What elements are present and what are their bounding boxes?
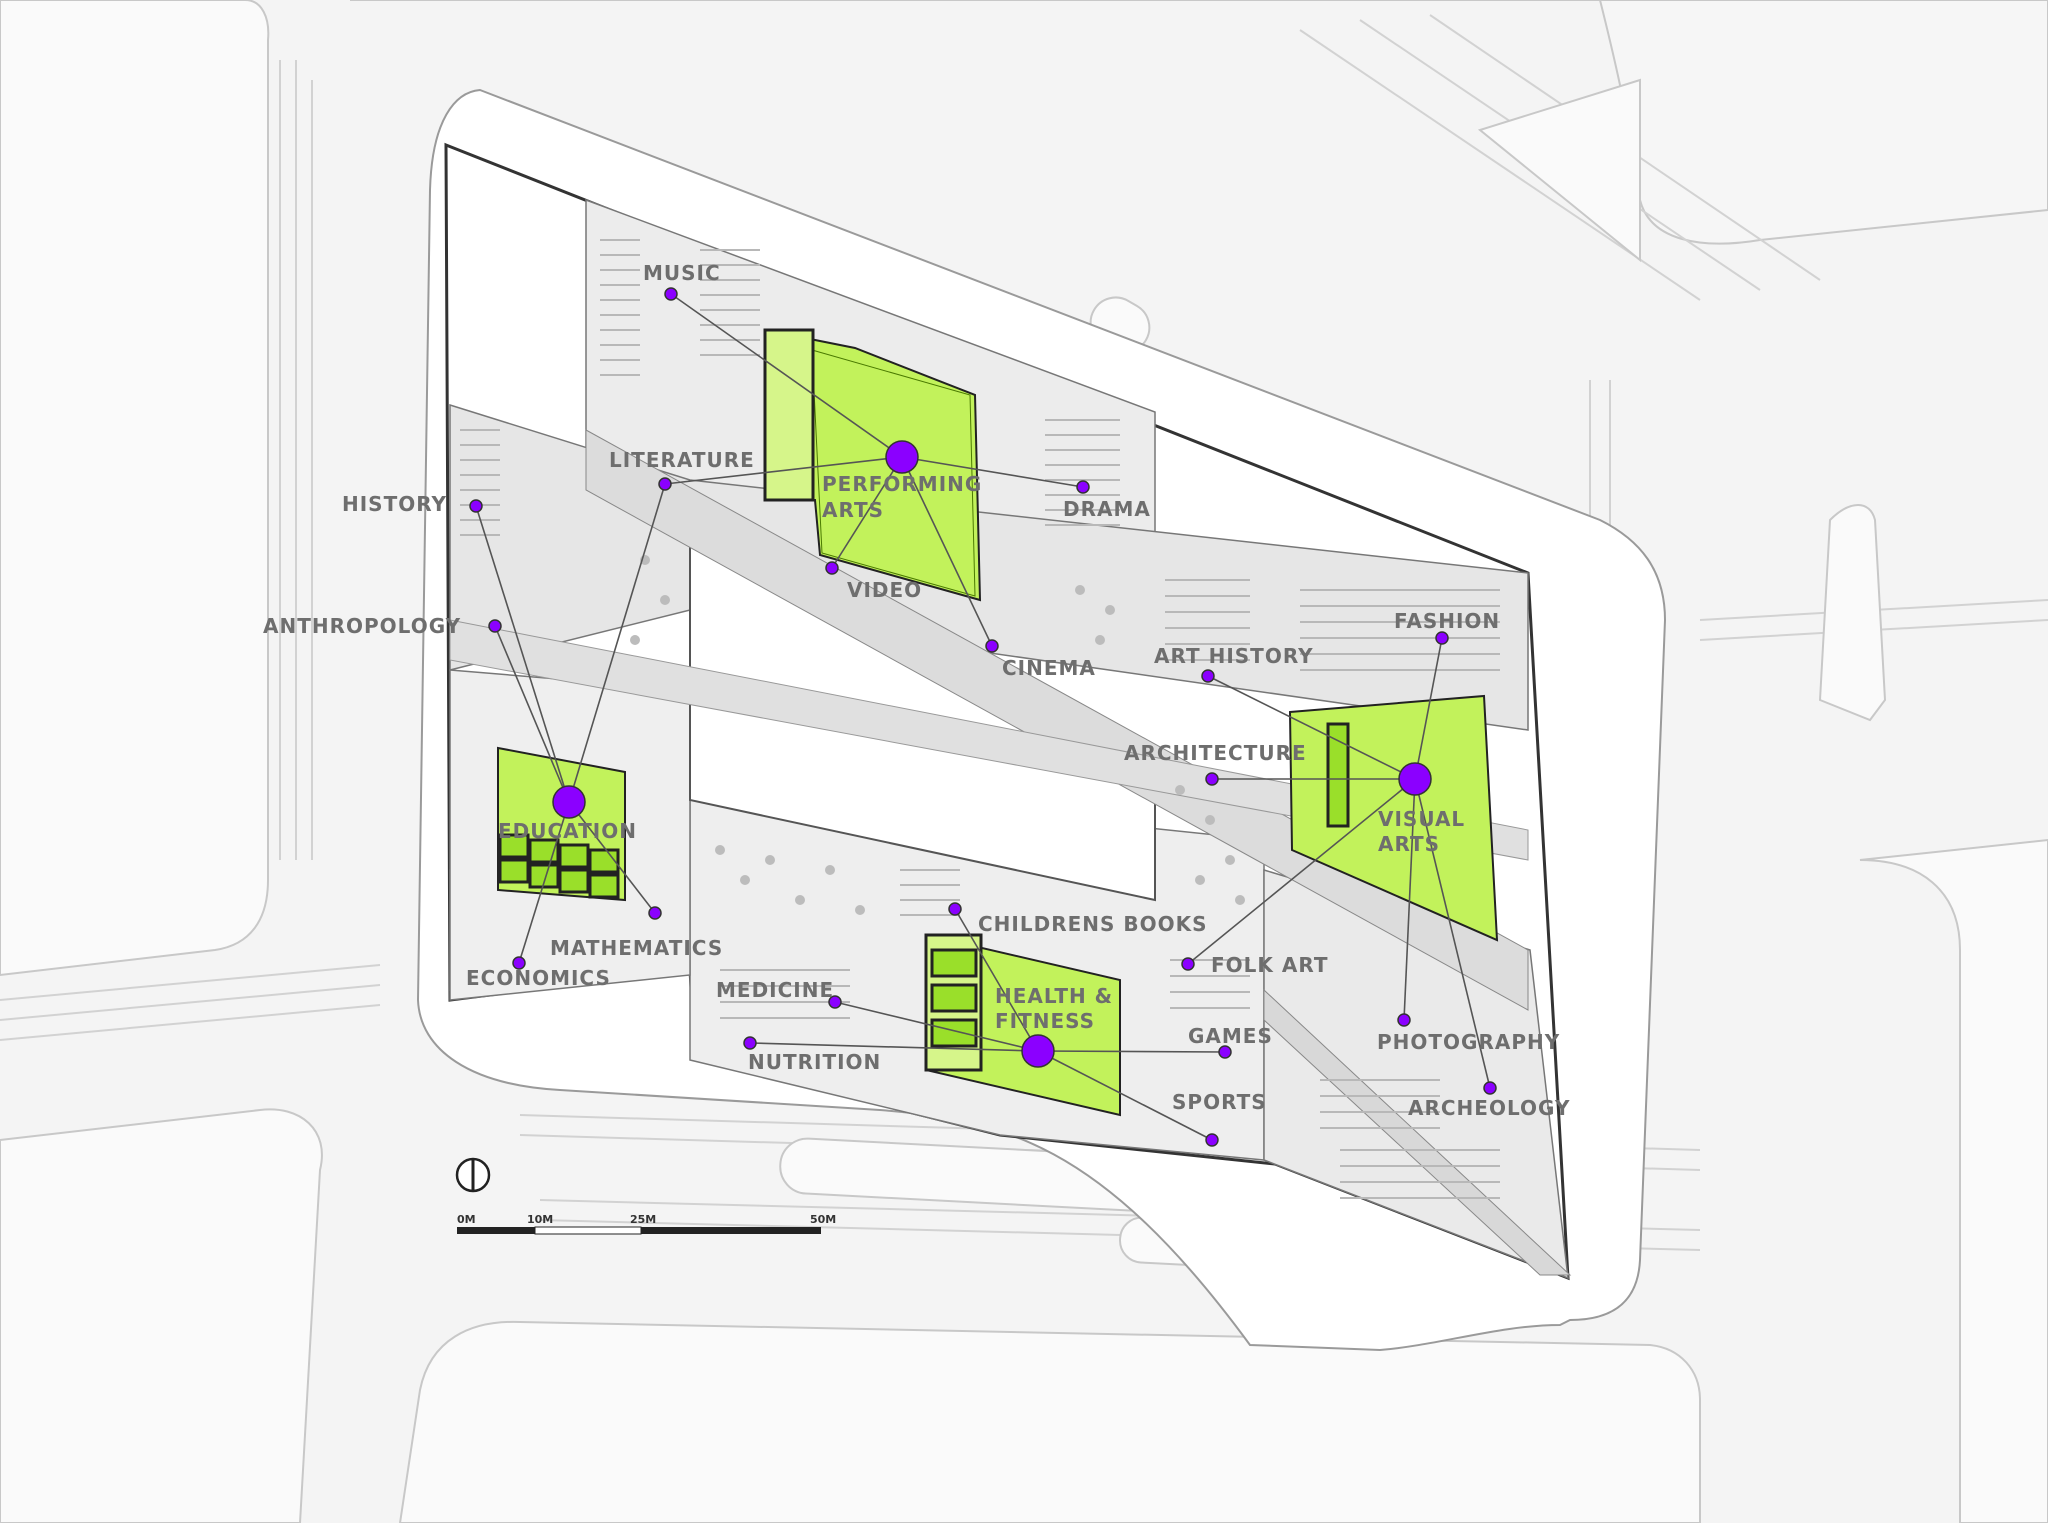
label-sports: SPORTS xyxy=(1172,1090,1267,1114)
node-mathematics xyxy=(648,906,662,920)
label-archeology: ARCHEOLOGY xyxy=(1408,1096,1570,1120)
label-art-history: ART HISTORY xyxy=(1154,644,1314,668)
node-economics xyxy=(512,956,526,970)
label-music: MUSIC xyxy=(643,261,721,285)
label-visual-arts-1: VISUAL xyxy=(1378,807,1465,831)
node-architecture xyxy=(1205,772,1219,786)
scale-tick-0: 0M xyxy=(457,1213,476,1226)
scale-bar: 0M 10M 25M 50M xyxy=(457,1213,836,1235)
network-lines xyxy=(475,293,1491,1141)
label-economics: ECONOMICS xyxy=(466,966,611,990)
label-history: HISTORY xyxy=(342,492,447,516)
label-drama: DRAMA xyxy=(1063,497,1151,521)
program-labels: MUSIC LITERATURE HISTORY PERFORMING ARTS… xyxy=(263,261,1570,1120)
label-literature: LITERATURE xyxy=(609,448,755,472)
node-art-history xyxy=(1201,669,1215,683)
node-anthropology xyxy=(488,619,502,633)
scale-tick-50: 50M xyxy=(810,1213,836,1226)
label-childrens-books: CHILDRENS BOOKS xyxy=(978,912,1208,936)
label-performing-arts-1: PERFORMING xyxy=(822,472,982,496)
node-fashion xyxy=(1435,631,1449,645)
hub-education xyxy=(552,785,586,819)
node-photography xyxy=(1397,1013,1411,1027)
label-visual-arts-2: ARTS xyxy=(1378,832,1440,856)
node-history xyxy=(469,499,483,513)
network-nodes xyxy=(469,287,1497,1147)
label-fashion: FASHION xyxy=(1394,609,1500,633)
traffic-island-north xyxy=(1477,78,1641,263)
seating-scatter xyxy=(630,555,1245,915)
node-archeology xyxy=(1483,1081,1497,1095)
node-medicine xyxy=(828,995,842,1009)
node-music xyxy=(664,287,678,301)
node-childrens-books xyxy=(948,902,962,916)
scale-tick-25: 25M xyxy=(630,1213,656,1226)
label-medicine: MEDICINE xyxy=(716,978,834,1002)
node-games xyxy=(1218,1045,1232,1059)
node-nutrition xyxy=(743,1036,757,1050)
node-drama xyxy=(1076,480,1090,494)
label-photography: PHOTOGRAPHY xyxy=(1377,1030,1560,1054)
node-cinema xyxy=(985,639,999,653)
traffic-island-east xyxy=(1818,504,1887,722)
label-folk-art: FOLK ART xyxy=(1211,953,1329,977)
north-arrow xyxy=(455,1157,491,1193)
hub-visual-arts xyxy=(1398,762,1432,796)
label-cinema: CINEMA xyxy=(1002,656,1096,680)
label-health-fitness-2: FITNESS xyxy=(995,1009,1095,1033)
label-anthropology: ANTHROPOLOGY xyxy=(263,614,461,638)
hub-performing-arts xyxy=(885,440,919,474)
label-architecture: ARCHITECTURE xyxy=(1124,741,1307,765)
label-nutrition: NUTRITION xyxy=(748,1050,881,1074)
node-sports xyxy=(1205,1133,1219,1147)
node-literature xyxy=(658,477,672,491)
scale-tick-10: 10M xyxy=(527,1213,553,1226)
label-education: EDUCATION xyxy=(498,819,637,843)
node-video xyxy=(825,561,839,575)
hub-health-fitness xyxy=(1021,1034,1055,1068)
label-games: GAMES xyxy=(1188,1024,1273,1048)
label-performing-arts-2: ARTS xyxy=(822,498,884,522)
label-health-fitness-1: HEALTH & xyxy=(995,984,1113,1008)
label-video: VIDEO xyxy=(847,578,922,602)
node-folk-art xyxy=(1181,957,1195,971)
rooms xyxy=(498,722,1350,1048)
label-mathematics: MATHEMATICS xyxy=(550,936,723,960)
